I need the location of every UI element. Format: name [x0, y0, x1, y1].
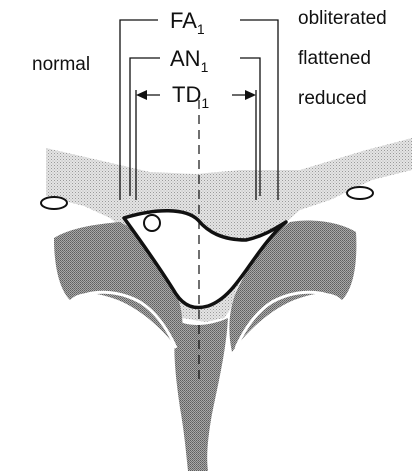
td-label: TD1 — [172, 82, 209, 111]
td-main: TD — [172, 82, 201, 107]
obliterated-label: obliterated — [298, 8, 387, 29]
td-subscript: 1 — [201, 95, 209, 111]
normal-label: normal — [32, 54, 90, 75]
fa-subscript: 1 — [197, 21, 205, 37]
fa-label: FA1 — [170, 8, 205, 37]
spinal-cord-circle — [144, 215, 160, 231]
an-subscript: 1 — [201, 59, 209, 75]
left-foramen — [41, 197, 67, 209]
an-label: AN1 — [170, 46, 209, 75]
td-arrow-right-icon — [245, 90, 256, 100]
td-arrow-left-icon — [136, 90, 147, 100]
flattened-label: flattened — [298, 48, 371, 69]
fa-main: FA — [170, 8, 197, 33]
right-foramen — [347, 187, 373, 199]
spinous-process — [174, 318, 228, 471]
reduced-label: reduced — [298, 88, 367, 109]
an-main: AN — [170, 46, 201, 71]
